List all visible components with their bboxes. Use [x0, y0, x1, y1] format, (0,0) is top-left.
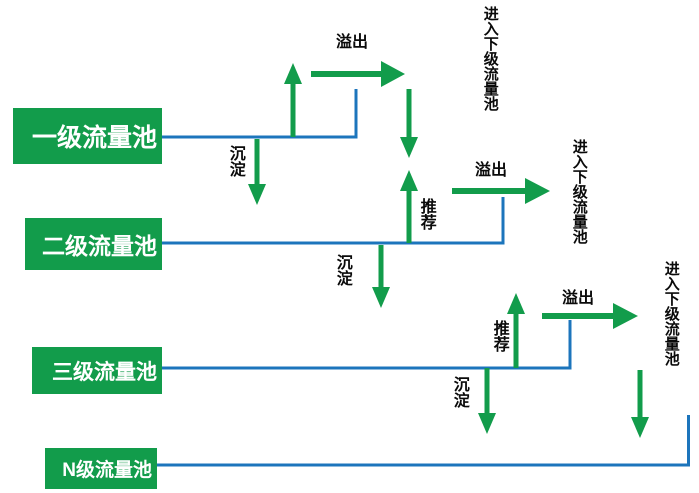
arrow-head: [478, 413, 496, 434]
enter-next-pool-label-3: 进入下级流量池: [662, 261, 680, 366]
recommend-label-2: 推荐: [490, 320, 508, 352]
into-next-down-arrow-1: [400, 89, 418, 158]
arrow-head: [400, 170, 418, 191]
arrow-head: [284, 63, 302, 84]
settle-label-1: 沉淀: [226, 145, 244, 177]
settle-label-2: 沉淀: [333, 254, 351, 286]
settle-down-arrow-2: [372, 245, 390, 308]
pool-label: N级流量池: [62, 460, 152, 481]
arrow-head: [613, 303, 638, 329]
overflow-label-3: 溢出: [562, 290, 595, 307]
arrow-head: [372, 287, 390, 308]
overflow-right-arrow-2: [452, 178, 550, 204]
recommend-up-arrow-2: [507, 293, 525, 368]
overflow-label-2: 溢出: [475, 162, 508, 179]
pool-box-level-3: 三级流量池: [32, 347, 162, 394]
pool-box-level-1: 一级流量池: [13, 108, 162, 164]
arrow-head: [507, 293, 525, 314]
settle-down-arrow-1: [248, 139, 266, 205]
pool-box-level-n: N级流量池: [45, 448, 157, 489]
arrow-head: [248, 184, 266, 205]
overflow-label-1: 溢出: [336, 34, 369, 51]
connector-level-1: [161, 89, 358, 139]
enter-next-pool-label-2: 进入下级流量池: [570, 139, 588, 244]
arrow-head: [381, 61, 405, 87]
arrow-head: [525, 178, 550, 204]
connector-level-2: [161, 197, 505, 245]
settle-down-arrow-3: [478, 368, 496, 434]
settle-label-3: 沉淀: [450, 376, 468, 408]
into-next-down-arrow-2: [631, 370, 649, 438]
overflow-right-arrow-1: [311, 61, 405, 87]
pool-label: 一级流量池: [31, 124, 157, 152]
pool-label: 二级流量池: [42, 233, 157, 259]
arrow-head: [631, 417, 649, 438]
recommend-label-1: 推荐: [417, 198, 435, 230]
pool-label: 三级流量池: [52, 360, 157, 384]
connector-level-3: [161, 320, 572, 370]
arrow-head: [400, 137, 418, 158]
recommend-up-arrow-1: [400, 170, 418, 243]
overflow-up-arrow-1: [284, 63, 302, 137]
connector-level-n: [157, 415, 690, 467]
enter-next-pool-label-1: 进入下级流量池: [481, 6, 499, 111]
overflow-right-arrow-3: [542, 303, 638, 329]
pool-box-level-2: 二级流量池: [25, 218, 162, 270]
